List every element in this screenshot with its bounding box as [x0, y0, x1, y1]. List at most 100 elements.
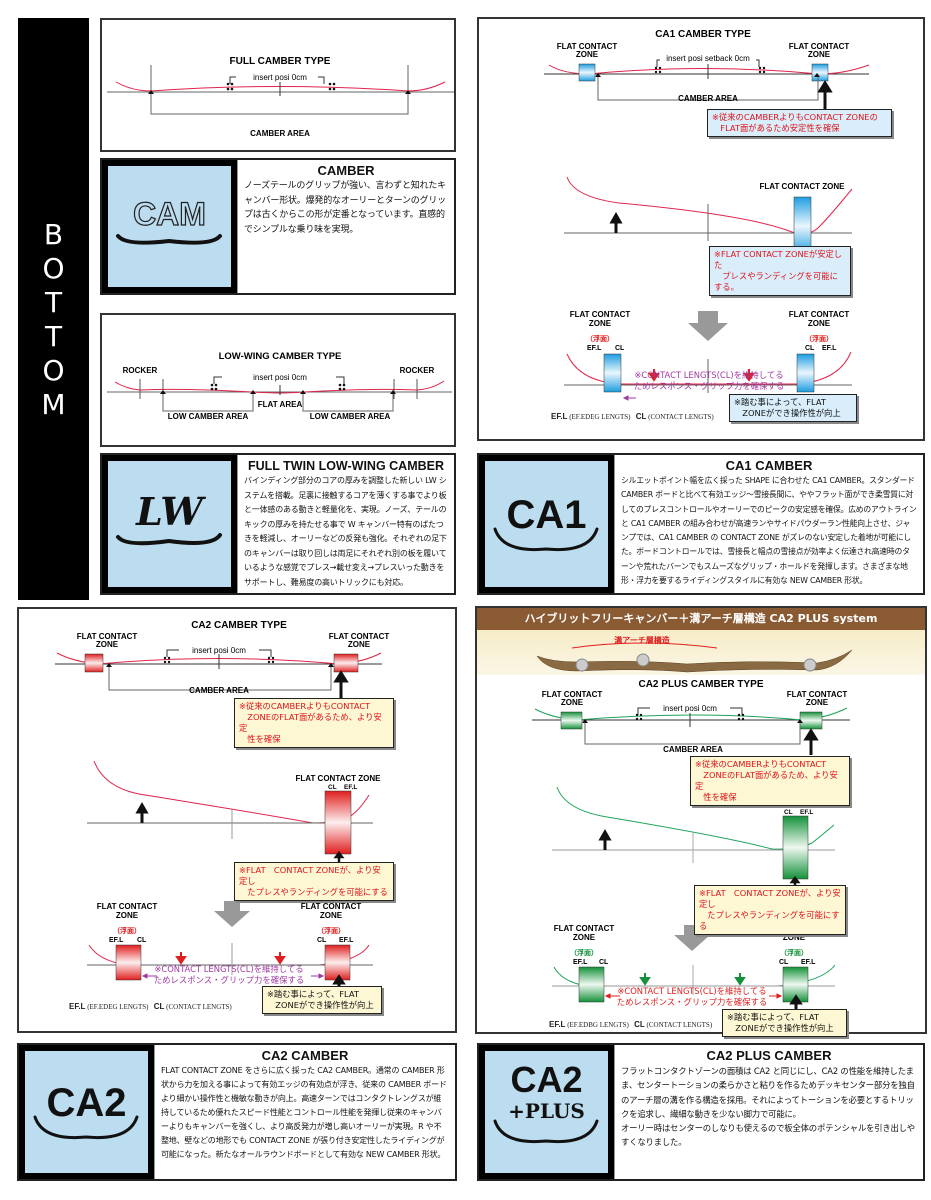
ca2plus-description-card: CA2 +PLUS CA2 PLUS CAMBER フラットコンタクトゾーンの面… [477, 1043, 925, 1181]
low-camber-area-left: LOW CAMBER AREA [168, 412, 249, 421]
ca2-logo-text: CA2 [46, 1081, 127, 1125]
bottom-letter: T [44, 320, 63, 353]
low-wing-diagram: LOW-WING CAMBER TYPE ROCKER ROCKER inser… [107, 351, 452, 421]
ca1-logo: CA1 [479, 455, 614, 593]
down-arrow-icon [688, 311, 728, 341]
cl-right: CL [779, 959, 789, 966]
insert-label: insert posi setback 0cm [666, 54, 750, 63]
camber-title: CAMBER [317, 163, 375, 178]
ca2-callout-stable: ※従来のCAMBERよりもCONTACT ZONEのFLAT面があるため、より安… [234, 698, 394, 748]
lw-logo: LW [102, 455, 237, 593]
ca1-callout-stable: ※従来のCAMBERよりもCONTACT ZONEの FLAT面があるため安定性… [707, 109, 892, 137]
cl-left: CL [137, 937, 147, 944]
camber-description-body: CAMBER ノーズテールのグリップが強い、言わずと知れたキャンバー形状。爆発的… [237, 160, 454, 293]
flat-contact-zone-right [333, 653, 359, 673]
ca2-logo: CA2 [19, 1045, 154, 1179]
board-icon [33, 1115, 139, 1140]
rocker-left-label: ROCKER [123, 366, 158, 375]
ca2plus-description-body: CA2 PLUS CAMBER フラットコンタクトゾーンの面積は CA2 と同じ… [614, 1045, 923, 1179]
ca2plus-logo: CA2 +PLUS [479, 1045, 614, 1179]
insert-dots [226, 82, 336, 91]
svg-text:EF.L: EF.L [800, 809, 813, 816]
zone-sub-right: （浮面） [317, 926, 345, 935]
down-arrow-icon [674, 925, 710, 951]
ca2plus-panel [475, 606, 927, 1034]
efl-left: EF.L [109, 937, 124, 944]
ca2plus-logo-text: CA2 [510, 1059, 583, 1100]
flat-contact-zone-right [811, 63, 829, 82]
flat-contact-zone-left [578, 63, 596, 82]
camber-area-label: CAMBER AREA [250, 129, 310, 138]
board-icon [493, 527, 599, 552]
full-camber-panel: FULL CAMBER TYPE insert posi 0cm CAMBER … [100, 18, 456, 152]
board-icon [116, 234, 222, 245]
bottom-letter: O [42, 252, 65, 285]
bottom-letter: T [44, 286, 63, 319]
ca2-desc-title: CA2 CAMBER [261, 1048, 349, 1063]
arch-label: 溝アーチ層構造 [614, 635, 670, 645]
low-wing-panel: LOW-WING CAMBER TYPE ROCKER ROCKER inser… [100, 313, 456, 447]
lw-description-card: LW FULL TWIN LOW-WING CAMBER バインディング部分のコ… [100, 453, 456, 595]
flat-area-label: FLAT AREA [258, 400, 303, 409]
svg-text:CL: CL [328, 784, 337, 791]
zone-sub-left: （浮面） [586, 334, 614, 343]
lw-description-body: FULL TWIN LOW-WING CAMBER バインディング部分のコアの厚… [237, 455, 454, 593]
camber-area-label: CAMBER AREA [189, 686, 249, 695]
ca2-callout-step: ※踏む事によって、FLAT ZONEができ操作性が向上 [262, 986, 382, 1014]
ca2-title: CA2 CAMBER TYPE [191, 620, 287, 631]
flat-contact-zone-left [84, 653, 104, 673]
ca2plus-callout-stable: ※従来のCAMBERよりもCONTACT ZONEのFLAT面があるため、より安… [690, 756, 850, 806]
callout-arrow [817, 80, 833, 109]
insert-label: insert posi 0cm [192, 646, 246, 655]
camber-area-label: CAMBER AREA [663, 745, 723, 754]
ca2plus-callout-step: ※踏む事によって、FLAT ZONEができ操作性が向上 [722, 1009, 847, 1037]
flat-contact-zone [324, 790, 352, 855]
arch-board-diagram: 溝アーチ層構造 [536, 635, 853, 673]
zone-sub-left: （浮面） [570, 948, 598, 957]
camber-area-label: CAMBER AREA [678, 94, 738, 103]
insert-label: insert posi 0cm [253, 373, 307, 382]
ca1-desc-text: シルエットポイント幅を広く採った SHAPE に合わせた CA1 CAMBER。… [621, 476, 917, 586]
flat-contact-zone-right [799, 711, 823, 730]
ca2-description-body: CA2 CAMBER FLAT CONTACT ZONE をさらに広く採った C… [154, 1045, 455, 1179]
lw-text: バインディング部分のコアの厚みを調整した新しい LW システムを搭載。足裏に接触… [244, 476, 447, 587]
full-camber-title: FULL CAMBER TYPE [230, 56, 331, 67]
ca1-contact-length-note: ※CONTACT LENGTS(CL)を維持してる ためレスポンス・グリップ力を… [633, 370, 785, 391]
ca2plus-desc-text: フラットコンタクトゾーンの面積は CA2 と同じにし、CA2 の性能を維持したま… [621, 1066, 915, 1148]
cam-logo-text: CAM [132, 195, 206, 232]
ca2-callout-press: ※FLAT CONTACT ZONEが、より安定し たプレスやランディングを可能… [234, 862, 394, 901]
ca2plus-contact-length-note: ※CONTACT LENGTS(CL)を維持してる ためレスポンス・グリップ力を… [616, 986, 768, 1007]
ca2-legend: EF.L (EF.EDEG LENGTS) CL (CONTACT LENGTS… [69, 1002, 232, 1011]
lw-title: FULL TWIN LOW-WING CAMBER [247, 459, 444, 473]
efl-right: EF.L [822, 345, 837, 352]
svg-text:CL: CL [784, 809, 793, 816]
efl-right: EF.L [801, 959, 816, 966]
camber-text: ノーズテールのグリップが強い、言わずと知れたキャンバー形状。爆発的なオーリーとタ… [244, 181, 446, 235]
insert-bracket [213, 376, 345, 384]
ca1-desc-title: CA1 CAMBER [725, 458, 813, 473]
low-camber-area-right: LOW CAMBER AREA [310, 412, 391, 421]
zone-sub-right: （浮面） [780, 948, 808, 957]
ca1-legend: EF.L (EF.EDEG LENGTS) CL (CONTACT LENGTS… [551, 412, 714, 421]
flat-contact-zone [782, 815, 809, 880]
zone-sub-right: （浮面） [805, 334, 833, 343]
camber-area-bracket [150, 92, 409, 115]
cl-left: CL [599, 959, 609, 966]
efl-left: EF.L [573, 959, 588, 966]
zone-single-label: FLAT CONTACT ZONE [295, 774, 381, 783]
zone-single-label: FLAT CONTACT ZONE [759, 182, 845, 191]
ca1-callout-press: ※FLAT CONTACT ZONEが安定した プレスやランディングを可能にする… [709, 246, 851, 296]
